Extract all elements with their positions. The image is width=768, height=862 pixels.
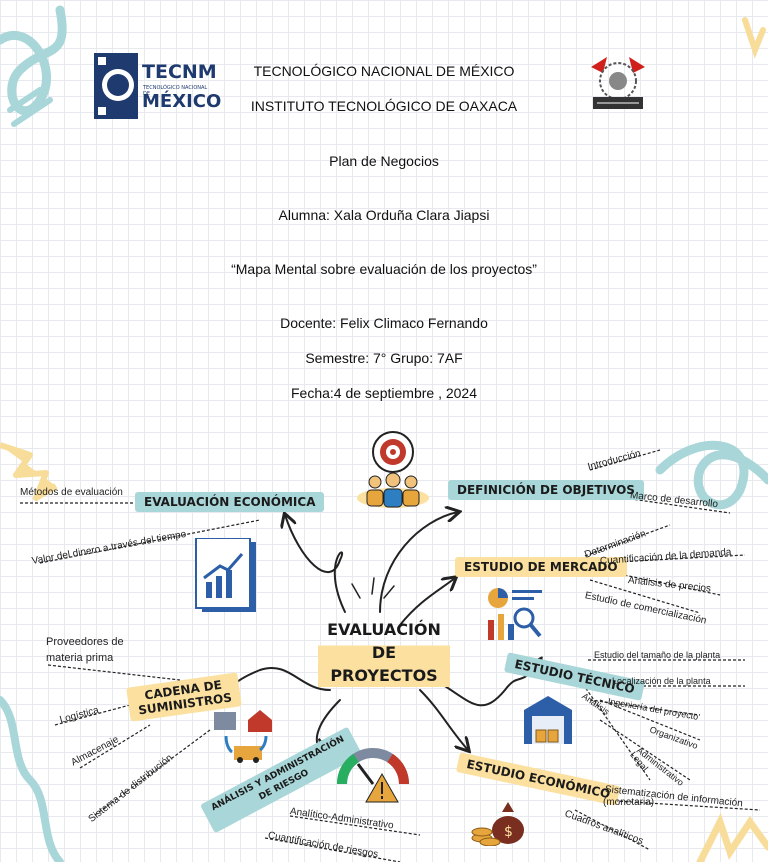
center-line3: PROYECTOS <box>330 666 438 685</box>
institution-line1: TECNOLÓGICO NACIONAL DE MÉXICO <box>253 63 515 79</box>
branch-market-study: ESTUDIO DE MERCADO <box>455 557 627 577</box>
label-suppliers-line2: materia prima <box>46 652 114 664</box>
branch-objectives: DEFINICIÓN DE OBJETIVOS <box>448 480 644 500</box>
label-suppliers-line1: Proveedores de <box>46 636 124 648</box>
student-name: Alumna: Xala Orduña Clara Jiapsi <box>278 207 490 223</box>
teacher-name: Docente: Felix Climaco Fernando <box>280 315 488 331</box>
tecnm-logo-subtext: TECNOLÓGICO NACIONAL DE <box>143 85 208 97</box>
subject-title: Plan de Negocios <box>329 153 439 169</box>
branch-economic-evaluation: EVALUACIÓN ECONÓMICA <box>135 492 325 512</box>
tecnm-emblem-icon <box>94 53 138 119</box>
warehouse-icon <box>524 696 572 744</box>
target-team-icon <box>357 431 429 508</box>
tecnm-logo: TECNM TECNOLÓGICO NACIONAL DE MÉXICO <box>94 53 221 121</box>
institution-line2: INSTITUTO TECNOLÓGICO DE OAXACA <box>250 98 518 114</box>
date: Fecha:4 de septiembre , 2024 <box>290 385 477 401</box>
center-line1: EVALUACIÓN <box>327 620 441 639</box>
label-plant-location: Localización de la planta <box>612 676 711 686</box>
mindmap-center: EVALUACIÓN DE PROYECTOS <box>318 618 450 687</box>
ito-logo-icon <box>591 57 645 109</box>
label-monetary: (monetaria) <box>603 797 655 808</box>
growth-chart-document-icon <box>195 538 256 612</box>
label-plant-size: Estudio del tamaño de la planta <box>594 650 721 660</box>
risk-gauge-icon <box>336 748 410 803</box>
tecnm-logo-country: MÉXICO <box>142 91 222 112</box>
supply-chain-icon <box>214 710 272 763</box>
document-title: “Mapa Mental sobre evaluación de los pro… <box>231 261 537 277</box>
tecnm-logo-text: TECNM <box>142 61 217 83</box>
svg-text:$: $ <box>504 824 513 840</box>
center-line2: DE <box>371 643 397 662</box>
market-analysis-icon <box>488 588 542 640</box>
label-evaluation-methods: Métodos de evaluación <box>20 487 123 498</box>
semester-group: Semestre: 7° Grupo: 7AF <box>305 350 463 366</box>
money-bag-icon: $ <box>471 802 524 846</box>
